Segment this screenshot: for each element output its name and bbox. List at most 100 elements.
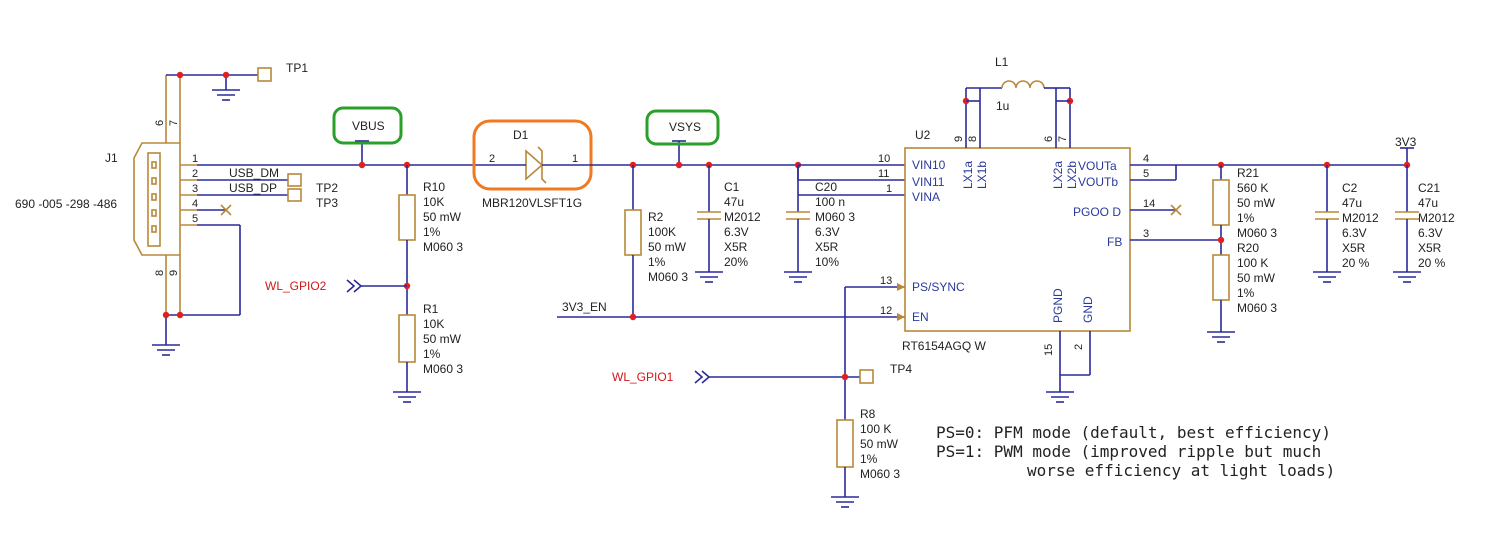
u2-pin-vina: VINA (912, 190, 940, 204)
r2-tol: 1% (648, 255, 666, 269)
l1-ref: L1 (995, 55, 1009, 69)
net-vsys: VSYS (669, 120, 701, 134)
u2-num-11: 11 (878, 168, 889, 180)
u2-num-4: 4 (1143, 153, 1149, 165)
net-usb-dm: USB_DM (229, 166, 279, 180)
u2-pin-lx2b: LX2b (1065, 161, 1079, 189)
c20-voltage: 6.3V (815, 225, 840, 239)
d1-highlight (472, 119, 593, 191)
r10-pkg: M060 3 (423, 240, 463, 254)
r10-value: 10K (423, 195, 444, 209)
c20-ref: C20 (815, 180, 837, 194)
r8-tol: 1% (860, 452, 878, 466)
tp3-label: TP3 (316, 196, 338, 210)
u2-num-3: 3 (1143, 228, 1149, 240)
r20-tol: 1% (1237, 286, 1255, 300)
resistor-r8 (836, 419, 854, 468)
u2-pin-pgnd: PGND (1051, 288, 1065, 323)
r10-ref: R10 (423, 180, 445, 194)
r1-pkg: M060 3 (423, 362, 463, 376)
tp2-label: TP2 (316, 181, 338, 195)
ground-symbol (212, 89, 240, 101)
j1-pin7: 7 (168, 120, 180, 126)
u2-pin-lx1a: LX1a (961, 161, 975, 189)
ground-symbol (1313, 271, 1341, 283)
net-3v3-en: 3V3_EN (562, 300, 607, 314)
r20-power: 50 mW (1237, 271, 1276, 285)
u2-num-1: 1 (886, 183, 892, 195)
j1-pin4: 4 (192, 198, 198, 210)
d1-part: MBR120VLSFT1G (482, 196, 582, 210)
u2-pin-gnd: GND (1081, 296, 1095, 323)
u2-pin-ps: PS/SYNC (912, 280, 965, 294)
r10-tol: 1% (423, 225, 441, 239)
c21-value: 47u (1418, 196, 1438, 210)
ground-symbol (1393, 271, 1421, 283)
capacitor-c20 (786, 211, 810, 220)
offpage-arrow-icon (694, 370, 711, 384)
u2-pin-pgood: PGOO D (1073, 205, 1121, 219)
c1-value: 47u (724, 195, 744, 209)
u2-num-15: 15 (1043, 344, 1055, 356)
vbus-highlight (332, 106, 403, 145)
r10-power: 50 mW (423, 210, 462, 224)
r20-pkg: M060 3 (1237, 301, 1277, 315)
c1-voltage: 6.3V (724, 225, 749, 239)
testpoint-tp2 (287, 173, 302, 187)
u2-num-8: 8 (967, 136, 979, 142)
r1-ref: R1 (423, 302, 439, 316)
r1-tol: 1% (423, 347, 441, 361)
testpoint-tp3 (287, 188, 302, 202)
u2-pin-en: EN (912, 310, 929, 324)
net-wl-gpio2: WL_GPIO2 (265, 279, 327, 293)
j1-pin5: 5 (192, 213, 198, 225)
c21-dielectric: X5R (1418, 241, 1442, 255)
c20-pkg: M060 3 (815, 210, 855, 224)
resistor-r1 (398, 314, 416, 363)
j1-pin6: 6 (154, 120, 166, 126)
pin-arrow-icon (897, 313, 905, 321)
r21-ref: R21 (1237, 166, 1259, 180)
u2-num-6: 6 (1043, 136, 1055, 142)
u2-num-12: 12 (880, 305, 892, 317)
u2-num-13: 13 (880, 275, 892, 287)
u2-pin-fb: FB (1107, 235, 1122, 249)
r1-value: 10K (423, 317, 444, 331)
testpoint-tp1 (257, 67, 272, 82)
net-usb-dp: USB_DP (229, 181, 277, 195)
r1-power: 50 mW (423, 332, 462, 346)
r8-ref: R8 (860, 407, 876, 421)
resistor-r10 (398, 194, 416, 241)
u2-pin-voutb: VOUTb (1078, 175, 1118, 189)
c2-value: 47u (1342, 196, 1362, 210)
r20-value: 100 K (1237, 256, 1268, 270)
u2-part: RT6154AGQ W (902, 339, 986, 353)
c2-pkg: M2012 (1342, 211, 1379, 225)
j1-pin9: 9 (168, 270, 180, 276)
tp4-label: TP4 (890, 362, 912, 376)
net-vbus: VBUS (352, 119, 385, 133)
u2-ref: U2 (915, 128, 931, 142)
capacitor-c2 (1315, 211, 1339, 220)
u2-pin-lx2a: LX2a (1051, 161, 1065, 189)
r2-power: 50 mW (648, 240, 687, 254)
note-line-3: worse efficiency at light loads) (1027, 461, 1335, 480)
vsys-highlight (645, 109, 720, 146)
c21-tol: 20 % (1418, 256, 1446, 270)
u2-num-2: 2 (1073, 344, 1085, 350)
d1-ref: D1 (513, 128, 529, 142)
capacitor-c21 (1395, 211, 1419, 220)
ground-symbol (393, 391, 421, 403)
u2-num-5: 5 (1143, 168, 1149, 180)
c1-tol: 20% (724, 255, 748, 269)
no-connect-mark (1170, 204, 1182, 216)
resistor-r21 (1212, 179, 1230, 226)
ground-symbol (695, 271, 723, 283)
r2-value: 100K (648, 225, 676, 239)
d1-pin2: 2 (489, 153, 495, 165)
r8-value: 100 K (860, 422, 891, 436)
pin-arrow-icon (897, 283, 905, 291)
note-line-1: PS=0: PFM mode (default, best efficiency… (936, 423, 1331, 442)
ground-symbol (831, 496, 859, 508)
tp1-label: TP1 (286, 61, 308, 75)
